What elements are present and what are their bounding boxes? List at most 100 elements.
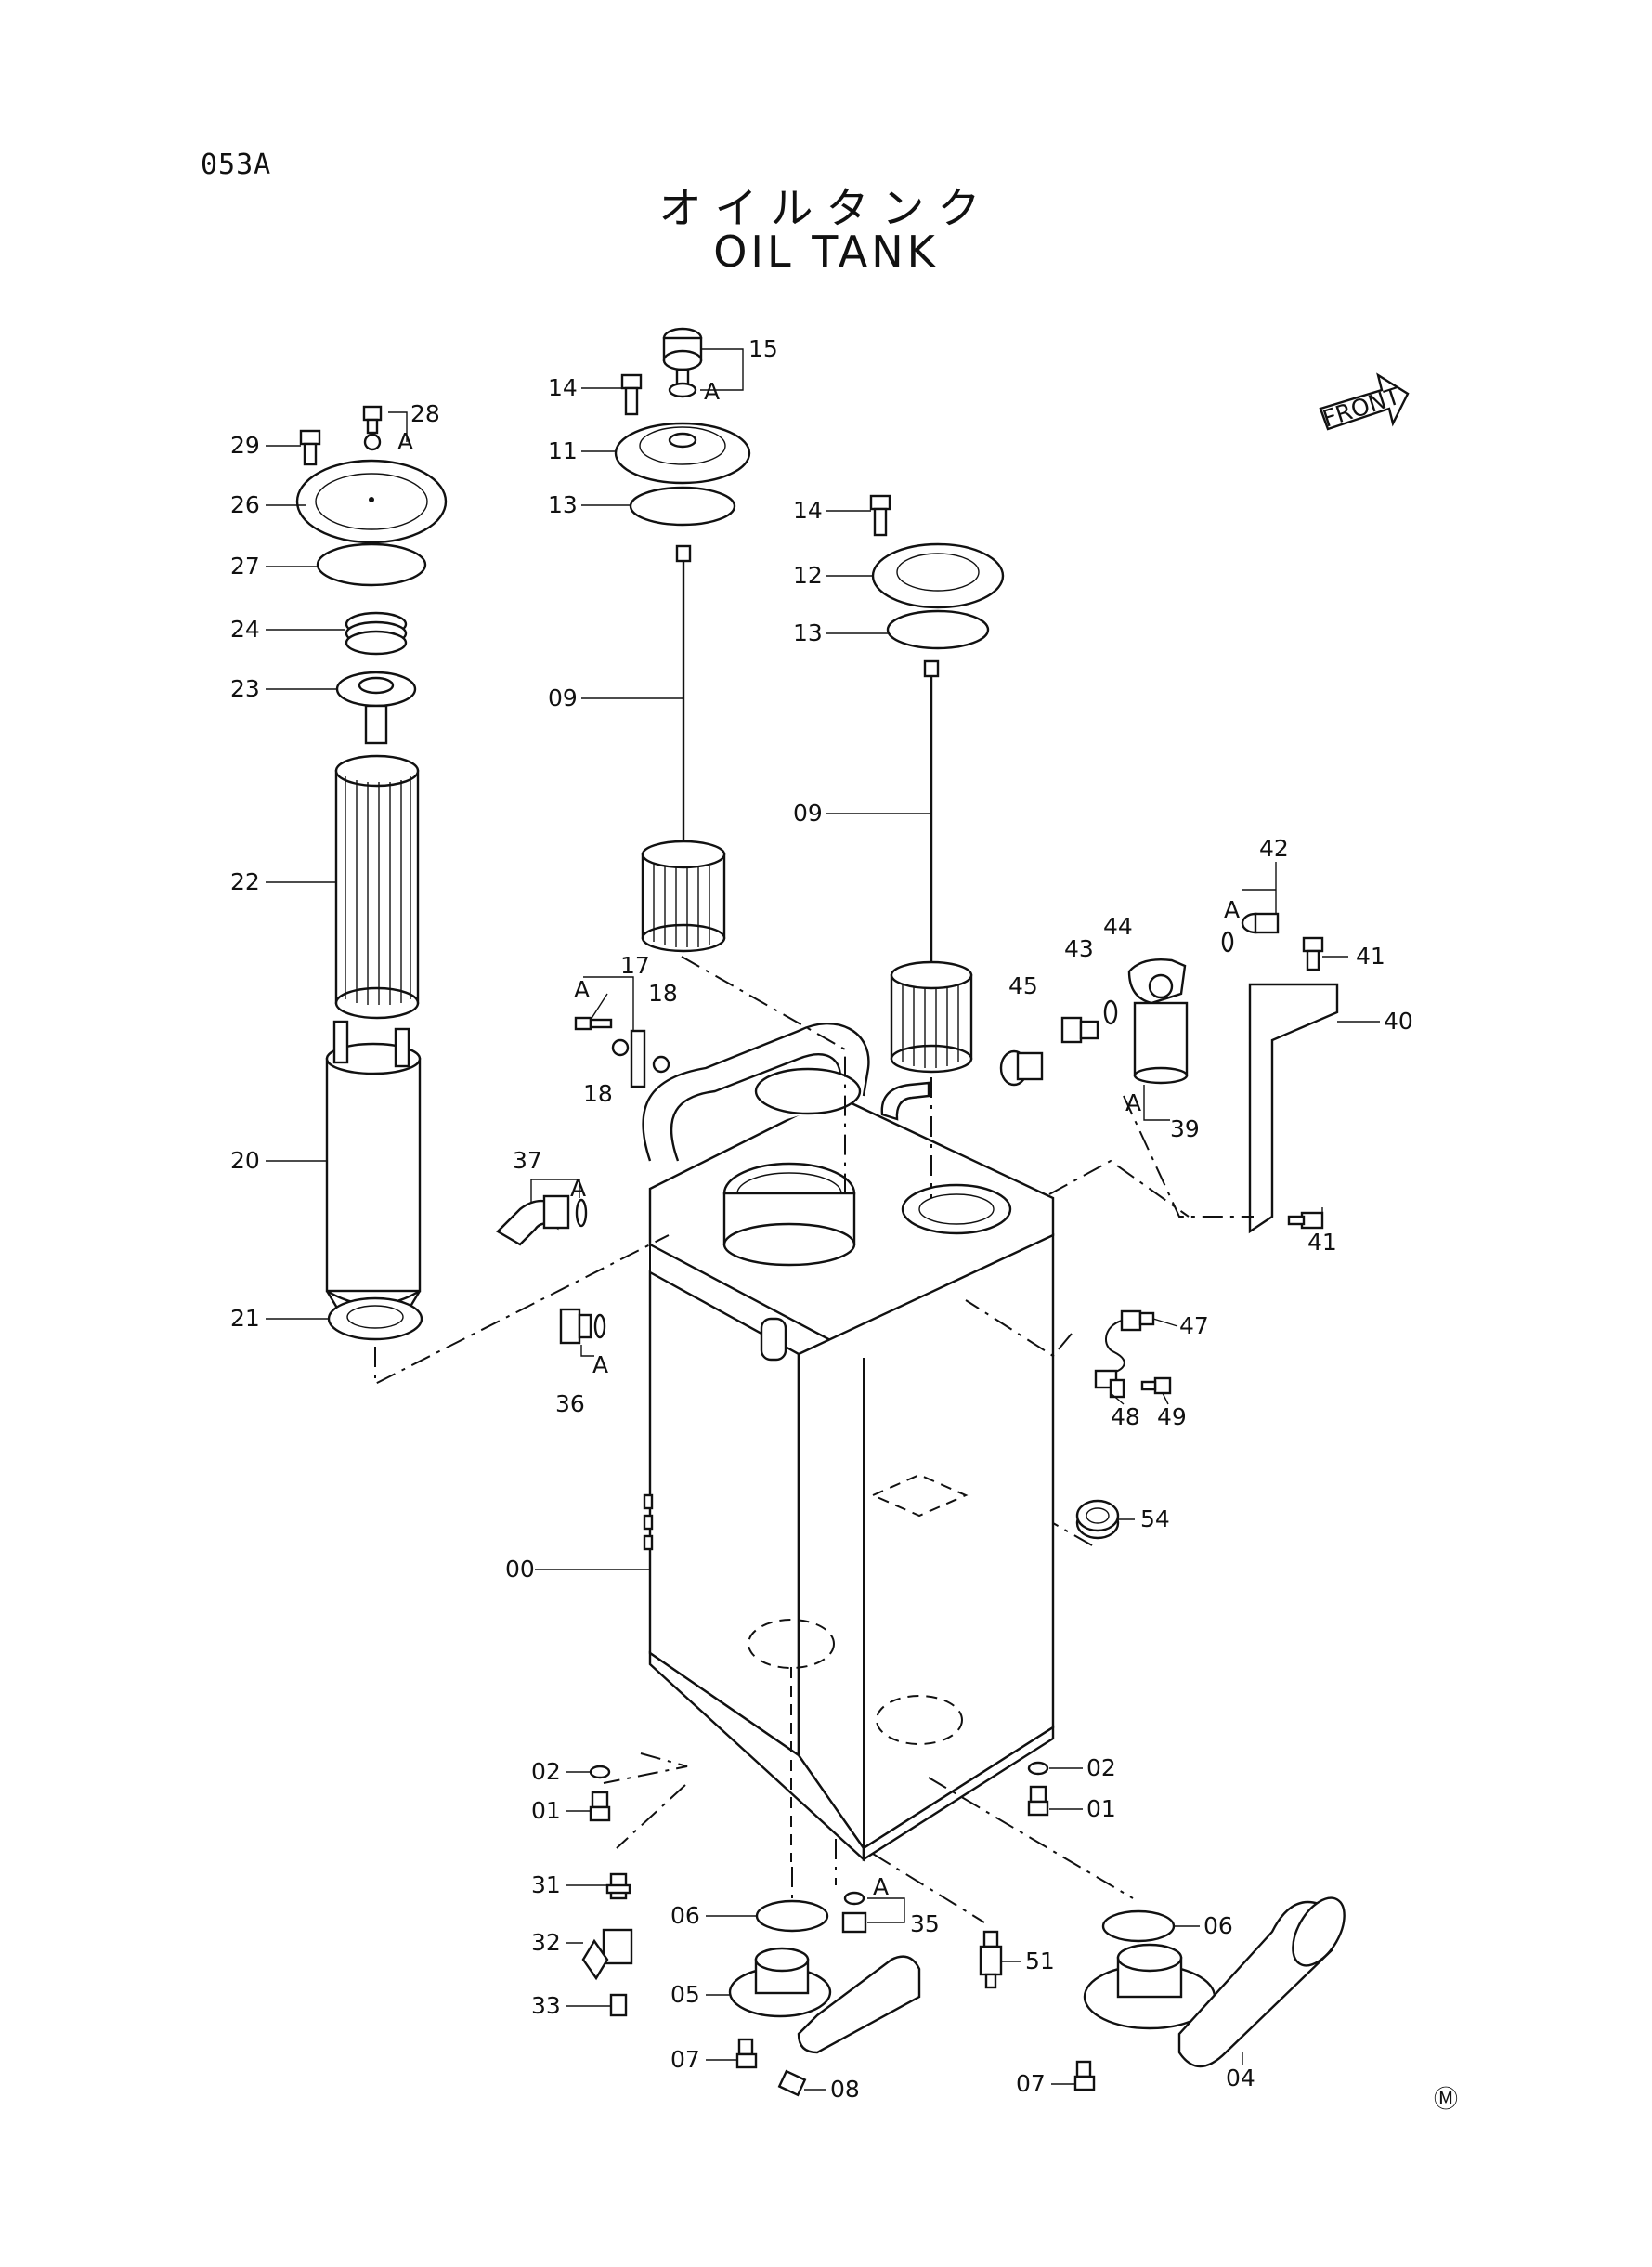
bolt-01-a <box>589 1791 611 1822</box>
o-ring-15 <box>668 382 697 398</box>
plug-35 <box>841 1911 867 1934</box>
callout-39: 39 <box>1170 1115 1200 1142</box>
subassembly-mark-15: A <box>704 378 720 405</box>
washer-02-a <box>589 1765 611 1779</box>
o-ring-42 <box>1221 931 1234 953</box>
valve-23 <box>335 671 417 745</box>
callout-45: 45 <box>1008 972 1038 999</box>
bolt-07-b <box>1073 2060 1096 2091</box>
callout-04: 04 <box>1226 2065 1255 2091</box>
bolt-41-b <box>1287 1211 1324 1230</box>
callout-17: 17 <box>620 952 650 979</box>
washer-02-b <box>1027 1761 1049 1776</box>
return-pipe <box>642 1022 1012 1267</box>
front-arrow-icon: FRONT <box>1319 372 1410 433</box>
callout-35: 35 <box>910 1910 940 1937</box>
cover-11 <box>614 422 751 485</box>
subassembly-mark-42: A <box>1224 896 1240 923</box>
suction-pipe-05 <box>728 1947 921 2054</box>
callout-09-a: 09 <box>548 684 578 711</box>
front-label: FRONT <box>1320 383 1404 433</box>
callout-37: 37 <box>513 1147 542 1174</box>
spring-24 <box>345 611 408 656</box>
bolt-14-b <box>869 494 891 537</box>
title-english: OIL TANK <box>713 227 939 277</box>
plug-33 <box>609 1993 628 2017</box>
callout-41-b: 41 <box>1307 1229 1337 1256</box>
elbow-37 <box>496 1194 570 1246</box>
callout-08: 08 <box>830 2076 860 2103</box>
nipple-31 <box>605 1872 631 1900</box>
gasket-21 <box>327 1296 423 1341</box>
subassembly-mark-17: A <box>574 976 590 1003</box>
callout-14-b: 14 <box>793 497 823 524</box>
fitting-45 <box>999 1049 1044 1087</box>
sensor-51 <box>979 1930 1003 1989</box>
callout-02-b: 02 <box>1086 1754 1116 1781</box>
subassembly-mark-39: A <box>1125 1089 1141 1116</box>
callout-22: 22 <box>230 868 260 895</box>
callout-13-b: 13 <box>793 619 823 646</box>
page-code: 053A <box>201 149 272 181</box>
adapter-43 <box>1060 1016 1099 1044</box>
bolt-29 <box>299 429 321 466</box>
drain-valve-32 <box>581 1928 633 1981</box>
callout-18-b: 18 <box>583 1080 613 1107</box>
gasket-06-b <box>1101 1909 1176 1943</box>
callout-21: 21 <box>230 1305 260 1332</box>
callout-leaders <box>266 348 1380 2091</box>
suction-strainer-09-b <box>890 659 973 1074</box>
callout-02-a: 02 <box>531 1758 561 1785</box>
gasket-06-a <box>755 1899 829 1933</box>
drain-filter-39 <box>1127 958 1189 1085</box>
bolt-49 <box>1140 1376 1172 1395</box>
callout-42: 42 <box>1259 835 1289 862</box>
cover-12 <box>871 542 1005 609</box>
callout-labels: 29 28 A 26 27 24 23 22 20 21 15 A 14 11 … <box>230 335 1413 2103</box>
o-ring-35 <box>843 1891 865 1906</box>
callout-41-a: 41 <box>1356 943 1385 970</box>
oil-tank-body <box>643 1094 1055 1862</box>
subassembly-mark-28: A <box>397 428 413 455</box>
breather-15 <box>662 327 703 386</box>
callout-31: 31 <box>531 1871 561 1898</box>
callout-11: 11 <box>548 437 578 464</box>
subassembly-mark-35: A <box>873 1873 889 1900</box>
callout-32: 32 <box>531 1929 561 1956</box>
nut-18-a <box>611 1038 630 1057</box>
suction-strainer-09-a <box>641 544 726 953</box>
callout-15: 15 <box>748 335 778 362</box>
plug-08 <box>777 2069 807 2097</box>
callout-01-a: 01 <box>531 1797 561 1824</box>
callout-36: 36 <box>555 1390 585 1417</box>
o-ring-36 <box>593 1313 606 1339</box>
callout-12: 12 <box>793 562 823 589</box>
bolt-28 <box>362 405 383 435</box>
callout-28: 28 <box>410 400 440 427</box>
callout-47: 47 <box>1179 1312 1209 1339</box>
cap-54 <box>1075 1499 1120 1540</box>
callout-54: 54 <box>1140 1505 1170 1532</box>
callout-49: 49 <box>1157 1403 1187 1430</box>
callout-06-b: 06 <box>1203 1912 1233 1939</box>
bolt-41-a <box>1302 936 1324 971</box>
callout-00: 00 <box>505 1556 535 1583</box>
o-ring-27 <box>316 542 427 587</box>
callout-48: 48 <box>1111 1403 1140 1430</box>
callout-06-a: 06 <box>670 1902 700 1929</box>
callout-13-a: 13 <box>548 491 578 518</box>
bolt-17 <box>574 1016 613 1031</box>
gasket-13-b <box>886 609 990 650</box>
callout-51: 51 <box>1025 1948 1055 1974</box>
callout-01-b: 01 <box>1086 1795 1116 1822</box>
callout-40: 40 <box>1384 1008 1413 1035</box>
callout-18-a: 18 <box>648 980 678 1007</box>
callout-33: 33 <box>531 1992 561 2019</box>
callout-07-a: 07 <box>670 2046 700 2073</box>
bolt-01-b <box>1027 1785 1049 1817</box>
sensor-47 <box>1102 1309 1155 1375</box>
callout-24: 24 <box>230 616 260 643</box>
callout-29: 29 <box>230 432 260 459</box>
callout-27: 27 <box>230 553 260 580</box>
